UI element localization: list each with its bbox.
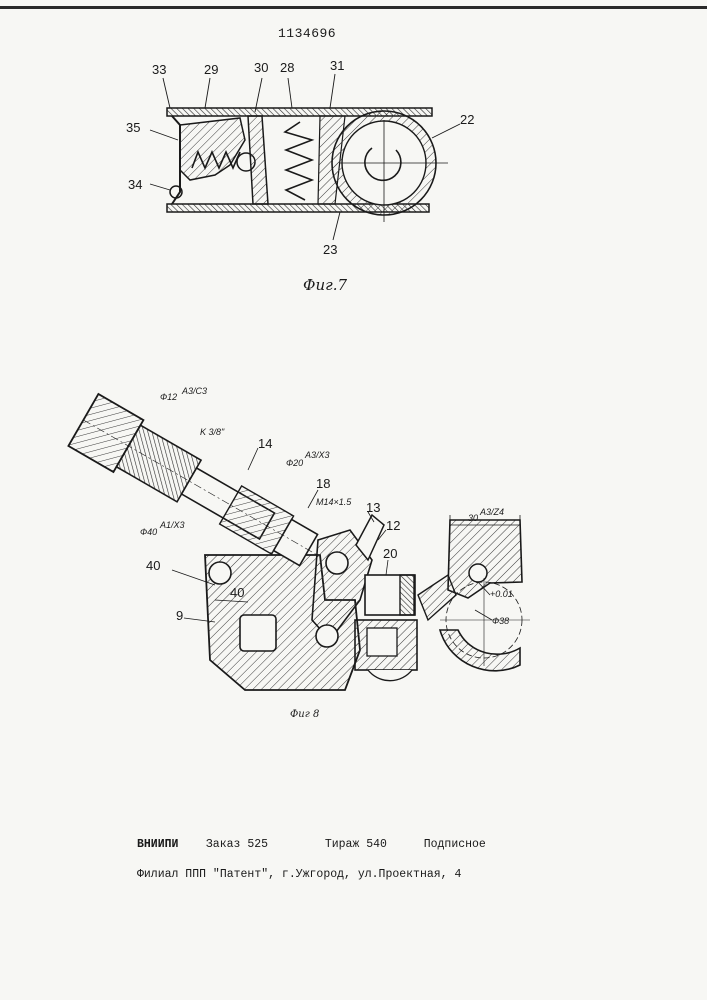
fig8-jaw-arm xyxy=(418,575,456,620)
leader-14 xyxy=(248,448,258,470)
leader-30 xyxy=(255,78,262,112)
leader-34 xyxy=(150,184,170,190)
fig8-slider-cap xyxy=(400,575,414,615)
fig7-label-23: 23 xyxy=(323,242,337,257)
fig8-label-12: 12 xyxy=(386,518,400,533)
dim-30-tol: A3/Z4 xyxy=(479,507,504,517)
footer-org: ВНИИПИ xyxy=(137,838,199,851)
fig8-roller xyxy=(368,670,412,681)
fig8-label-20: 20 xyxy=(383,546,397,561)
dim-phi40-tol: A1/X3 xyxy=(159,520,185,530)
leader-35 xyxy=(150,130,178,140)
leader-23 xyxy=(333,212,340,240)
dim-phi38: Ф38 xyxy=(492,616,509,626)
fig8-label-14: 14 xyxy=(258,436,272,451)
fig7-jaw-29 xyxy=(180,118,245,180)
footer-run: Тираж 540 xyxy=(325,838,417,851)
fig7-caption: Фиг.7 xyxy=(303,276,347,294)
fig8-label-40-b: 40 xyxy=(230,585,244,600)
fig7-label-33: 33 xyxy=(152,62,166,77)
footer-branch: Филиал ППП "Патент", г.Ужгород, ул.Проек… xyxy=(137,868,461,881)
fig8-pivot-lower xyxy=(316,625,338,647)
fig7-rod-30 xyxy=(248,116,268,204)
dim-phi12: Ф12 xyxy=(160,392,177,402)
fig8-cylinder xyxy=(68,394,332,581)
fig7-label-22: 22 xyxy=(460,112,474,127)
dim-m14: М14×1.5 xyxy=(316,497,352,507)
leader-20 xyxy=(386,560,388,575)
leader-28 xyxy=(288,78,292,108)
fig8-label-9: 9 xyxy=(176,608,183,623)
fig7-label-30: 30 xyxy=(254,60,268,75)
fig8-pivot-upper xyxy=(326,552,348,574)
fig7-left-link xyxy=(172,116,180,204)
dim-p01: +0.01 xyxy=(490,589,513,599)
footer-subscription: Подписное xyxy=(424,838,486,851)
leader-31 xyxy=(330,74,335,108)
dim-k38: K 3/8" xyxy=(200,427,225,437)
fig8-caption: Фиг 8 xyxy=(290,709,319,720)
fig7-label-28: 28 xyxy=(280,60,294,75)
leader-phi38 xyxy=(475,610,492,620)
fig8-label-13: 13 xyxy=(366,500,380,515)
fig7-label-34: 34 xyxy=(128,177,142,192)
dim-30: 30 xyxy=(468,513,478,523)
dim-phi20-tol: A3/X3 xyxy=(304,450,330,460)
fig8-jaw-lower xyxy=(440,630,520,671)
dim-phi40: Ф40 xyxy=(140,527,157,537)
dim-phi20: Ф20 xyxy=(286,458,303,468)
leader-33 xyxy=(163,78,170,108)
fig8-jaw-upper xyxy=(448,520,522,598)
fig8-pivot-left xyxy=(209,562,231,584)
fig7-label-31: 31 xyxy=(330,58,344,73)
fig8-label-18: 18 xyxy=(316,476,330,491)
fig8-block xyxy=(240,615,276,651)
dim-phi12-tol: A3/C3 xyxy=(181,386,207,396)
leader-29 xyxy=(205,78,210,108)
footer-imprint-line: ВНИИПИ Заказ 525 Тираж 540 Подписное xyxy=(137,838,486,851)
fig7-label-35: 35 xyxy=(126,120,140,135)
figure-8: 14 18 13 12 20 40 40 9 Ф12 A3/C3 K 3/8" … xyxy=(68,386,530,720)
fig8-label-40-a: 40 xyxy=(146,558,160,573)
footer-order: Заказ 525 xyxy=(206,838,318,851)
fig8-guide-inner xyxy=(367,628,397,656)
fig7-spring-28 xyxy=(285,122,312,200)
figure-7: 33 29 30 28 31 35 22 34 23 Фиг.7 xyxy=(126,58,474,294)
footer-branch-line: Филиал ППП "Патент", г.Ужгород, ул.Проек… xyxy=(137,868,461,881)
fig7-label-29: 29 xyxy=(204,62,218,77)
leader-22 xyxy=(432,124,460,138)
